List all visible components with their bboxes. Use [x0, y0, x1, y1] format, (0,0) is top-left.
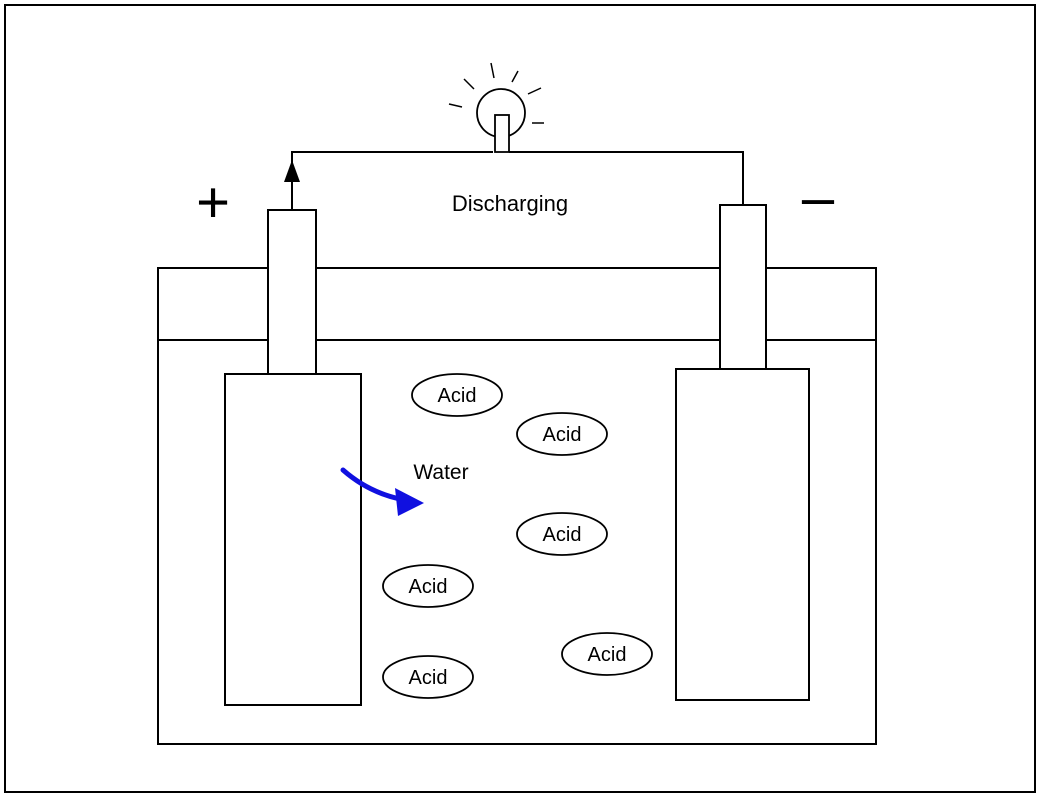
light-bulb-icon [448, 62, 544, 153]
positive-symbol: + [196, 170, 230, 235]
positive-plate [224, 373, 362, 706]
acid-label: Acid [543, 524, 582, 546]
acid-molecule: Acid [516, 412, 608, 456]
battery-casing [157, 267, 877, 745]
acid-label: Acid [588, 644, 627, 666]
acid-label: Acid [409, 667, 448, 689]
outer-border [4, 4, 1036, 793]
water-label: Water [413, 461, 468, 484]
negative-terminal-post [719, 204, 767, 372]
acid-label: Acid [543, 424, 582, 446]
negative-symbol: – [802, 165, 835, 230]
acid-label: Acid [438, 385, 477, 407]
acid-molecule: Acid [382, 564, 474, 608]
wire-bulb-to-positive [291, 151, 493, 210]
acid-molecule: Acid [516, 512, 608, 556]
positive-terminal-post [267, 209, 317, 377]
discharging-label: Discharging [452, 191, 568, 216]
water-flow-arrow-icon [340, 467, 424, 516]
acid-molecule: Acid [382, 655, 474, 699]
acid-molecule: Acid [411, 373, 503, 417]
negative-plate [675, 368, 810, 701]
acid-label: Acid [409, 576, 448, 598]
acid-molecule: Acid [561, 632, 653, 676]
current-arrow-icon [284, 160, 300, 182]
wire-negative-to-bulb [509, 151, 744, 205]
